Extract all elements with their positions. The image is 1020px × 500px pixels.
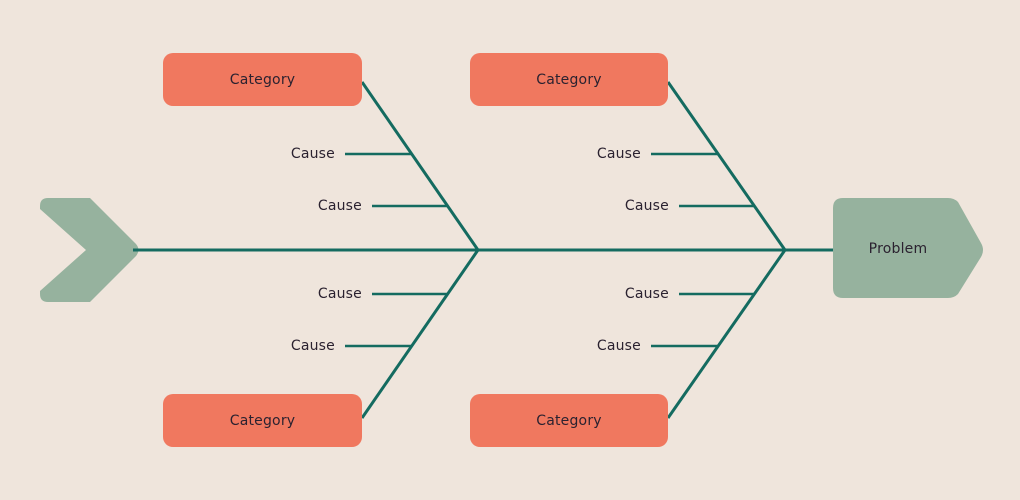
cause-label-br-2[interactable]: Cause: [596, 338, 641, 354]
category-box-bottom-right[interactable]: Category: [470, 394, 668, 447]
cause-label-tl-2[interactable]: Cause: [317, 198, 362, 214]
category-rib-bottom-left: [360, 249, 480, 419]
category-rib-bottom-right: [666, 249, 787, 419]
cause-label-tr-1[interactable]: Cause: [596, 146, 641, 162]
category-box-bottom-left[interactable]: Category: [163, 394, 362, 447]
problem-head-shape: [833, 198, 983, 298]
cause-label-bl-1[interactable]: Cause: [317, 286, 362, 302]
category-label: Category: [229, 412, 296, 429]
category-rib-top-right: [666, 81, 787, 251]
problem-label[interactable]: Problem: [868, 241, 928, 257]
category-rib-top-left: [360, 81, 480, 251]
category-label: Category: [536, 412, 602, 429]
category-box-top-left[interactable]: Category: [163, 53, 362, 106]
cause-label-tr-2[interactable]: Cause: [624, 198, 669, 214]
cause-label-bl-2[interactable]: Cause: [290, 338, 335, 354]
category-box-top-right[interactable]: Category: [470, 53, 668, 106]
tail-chevron-shape: [40, 198, 139, 302]
category-label: Category: [536, 71, 602, 88]
cause-label-tl-1[interactable]: Cause: [290, 146, 335, 162]
category-label: Category: [229, 71, 296, 88]
cause-label-br-1[interactable]: Cause: [624, 286, 669, 302]
